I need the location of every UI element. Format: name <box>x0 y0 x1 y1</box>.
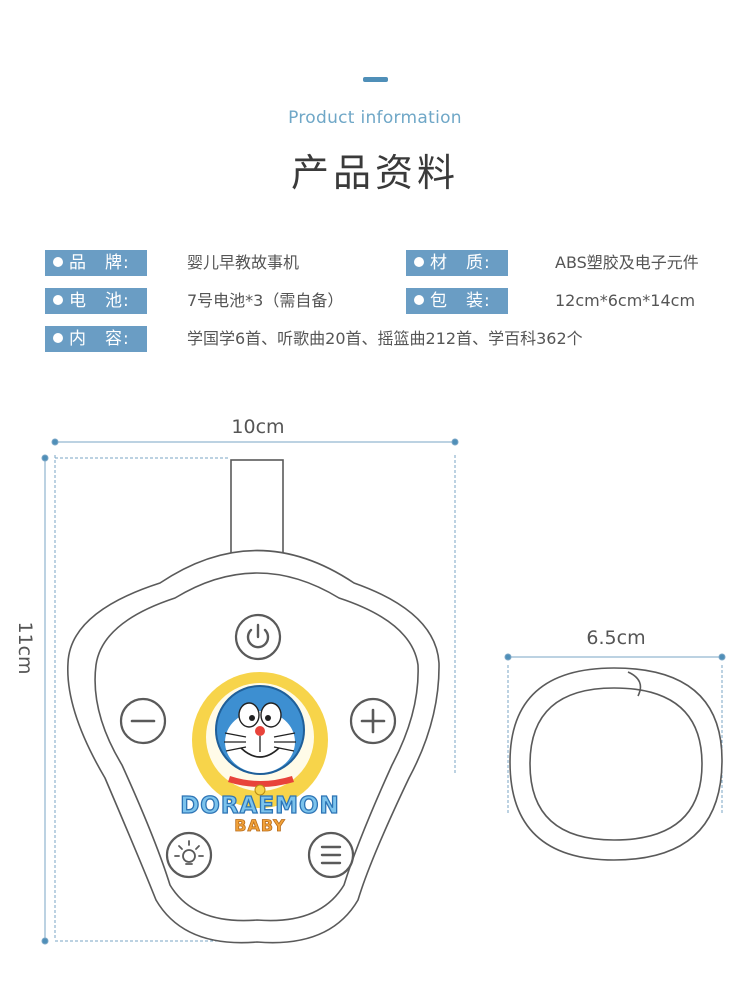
bullet-icon <box>414 295 424 305</box>
spec-label: 电 池: <box>45 288 147 314</box>
bullet-icon <box>53 257 63 267</box>
section-subtitle: Product information <box>288 108 462 128</box>
light-bulb-icon <box>174 840 204 865</box>
power-icon <box>246 623 270 649</box>
star-body-inner <box>94 572 419 922</box>
strap <box>230 459 284 561</box>
light-button[interactable] <box>165 831 213 879</box>
spec-value: ABS塑胶及电子元件 <box>555 253 699 272</box>
logo-wordmark: DORAEMON <box>180 793 340 819</box>
menu-button[interactable] <box>307 831 355 879</box>
hanging-ring <box>509 667 723 861</box>
accent-bar <box>363 77 388 82</box>
ring-diameter-label: 6.5cm <box>586 627 645 649</box>
spec-value: 学国学6首、听歌曲20首、摇篮曲212首、学百科362个 <box>187 329 583 348</box>
volume-down-button[interactable] <box>119 697 167 745</box>
height-label: 11cm <box>14 621 36 674</box>
width-dimension <box>51 438 459 940</box>
ring-dimension <box>504 653 726 815</box>
height-dimension <box>41 454 250 945</box>
spec-value: 婴儿早教故事机 <box>187 253 300 272</box>
doraemon-logo: DORAEMON BABY <box>180 672 340 835</box>
bullet-icon <box>53 333 63 343</box>
plus-icon <box>360 708 386 734</box>
logo-subword: BABY <box>234 816 285 835</box>
menu-icon <box>320 845 342 865</box>
volume-up-button[interactable] <box>349 697 397 745</box>
spec-label: 品 牌: <box>45 250 147 276</box>
power-button[interactable] <box>234 613 282 661</box>
width-label: 10cm <box>231 416 284 438</box>
spec-value: 12cm*6cm*14cm <box>555 291 696 310</box>
spec-label: 内 容: <box>45 326 147 352</box>
bullet-icon <box>53 295 63 305</box>
spec-value: 7号电池*3（需自备） <box>187 291 344 310</box>
spec-label: 材 质: <box>406 250 508 276</box>
spec-label: 包 装: <box>406 288 508 314</box>
section-title: 产品资料 <box>290 151 459 195</box>
bullet-icon <box>414 257 424 267</box>
